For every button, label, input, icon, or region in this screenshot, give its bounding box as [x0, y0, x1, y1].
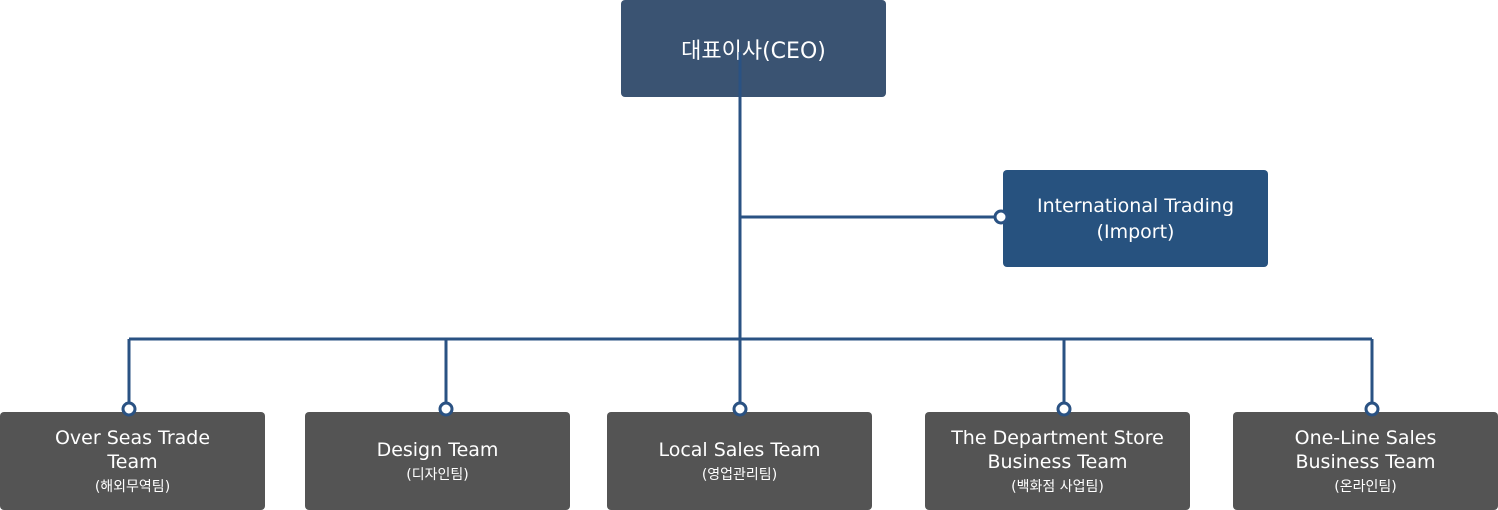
international-trading-box: International Trading (Import): [1003, 170, 1268, 267]
team-box-local-sales: Local Sales Team (영업관리팀): [607, 412, 872, 510]
team-korean: (해외무역팀): [94, 479, 171, 495]
ceo-box: 대표이사(CEO): [621, 0, 886, 97]
team-korean: (백화점 사업팀): [1011, 479, 1104, 495]
connector-node-icon: [438, 401, 454, 417]
team-korean: (디자인팀): [406, 467, 469, 483]
team-korean: (영업관리팀): [701, 467, 778, 483]
international-line2: (Import): [1096, 220, 1175, 243]
ceo-label: 대표이사(CEO): [681, 38, 826, 64]
connector-node-icon: [1056, 401, 1072, 417]
connector-node-icon: [993, 209, 1009, 225]
team-box-overseas: Over Seas Trade Team (해외무역팀): [0, 412, 265, 510]
team-box-department-store: The Department Store Business Team (백화점 사…: [925, 412, 1190, 510]
connector-node-icon: [732, 401, 748, 417]
team-name: Design Team: [376, 439, 499, 461]
international-line1: International Trading: [1036, 194, 1234, 217]
team-name: Over Seas Trade Team: [54, 427, 211, 473]
team-name: The Department Store Business Team: [951, 427, 1164, 473]
connector-node-icon: [121, 401, 137, 417]
team-box-design: Design Team (디자인팀): [305, 412, 570, 510]
team-name: One-Line Sales Business Team: [1294, 427, 1437, 473]
team-box-online: One-Line Sales Business Team (온라인팀): [1233, 412, 1498, 510]
team-korean: (온라인팀): [1334, 479, 1397, 495]
connector-node-icon: [1364, 401, 1380, 417]
team-name: Local Sales Team: [658, 439, 821, 461]
